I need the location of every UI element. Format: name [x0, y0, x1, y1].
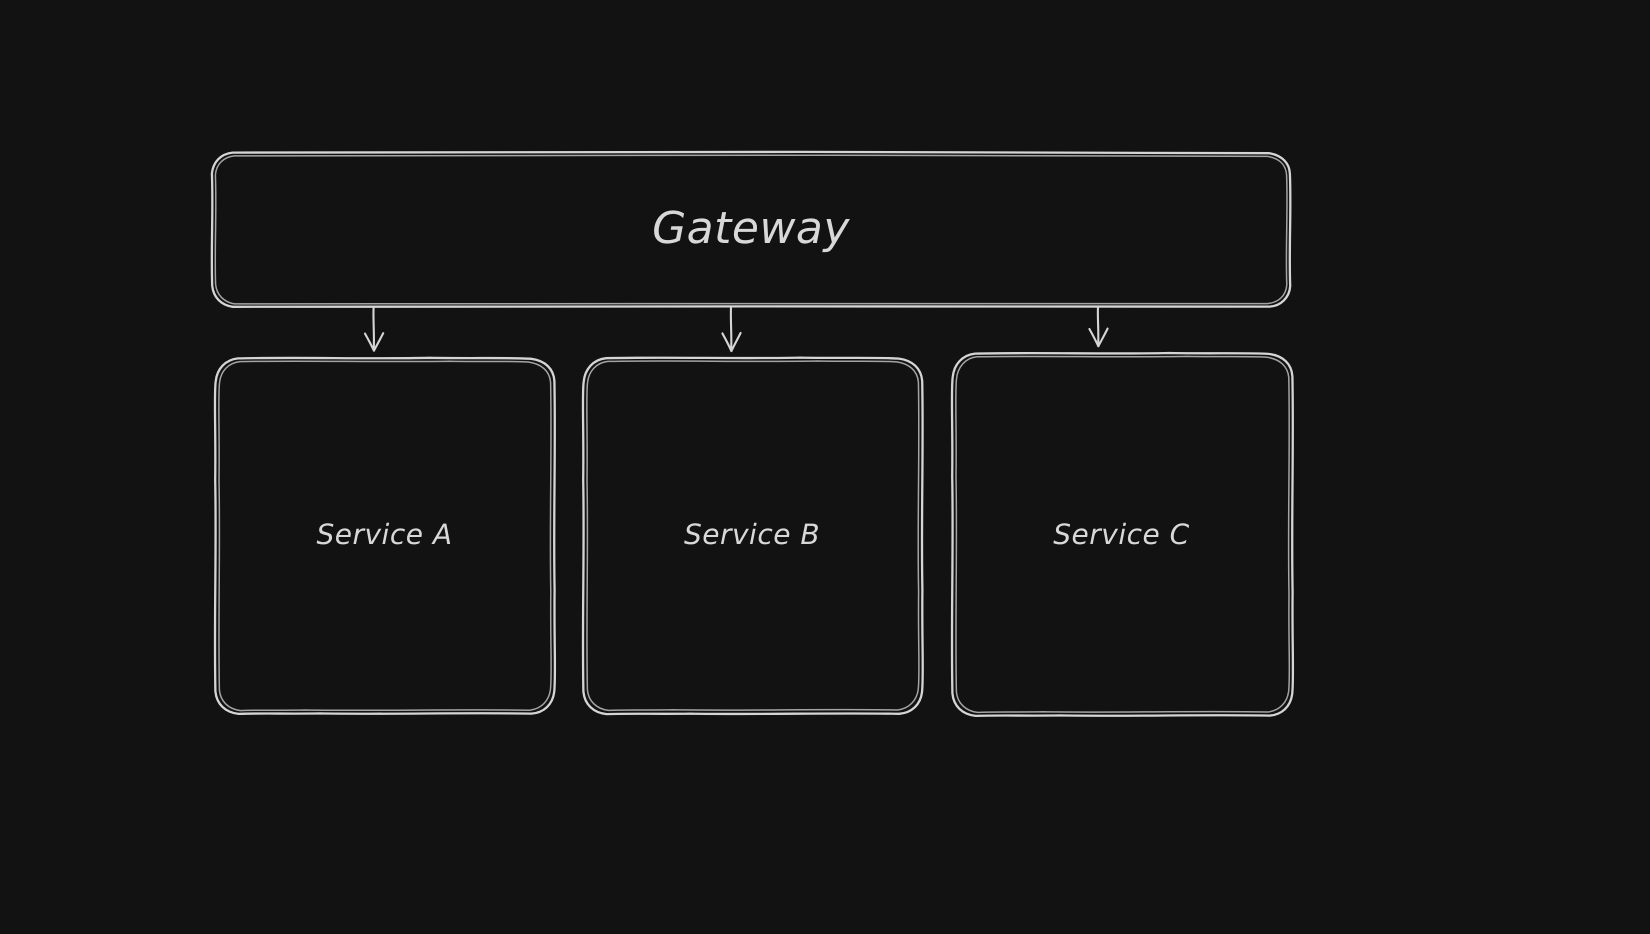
node-gateway-shape[interactable] [210, 150, 1292, 308]
node-service-b[interactable] [581, 357, 923, 715]
node-service-a[interactable] [213, 357, 556, 715]
node-service-c[interactable] [950, 352, 1293, 715]
node-service-b-shape[interactable] [581, 356, 924, 716]
edge-gateway-to-service-a[interactable] [363, 306, 385, 352]
node-service-a-label: Service A [316, 518, 453, 551]
node-gateway-label: Gateway [652, 203, 850, 254]
node-service-c-shape[interactable] [950, 351, 1295, 718]
edge-gateway-to-service-b[interactable] [721, 305, 742, 353]
node-gateway[interactable] [212, 152, 1290, 307]
node-service-c-label: Service C [1053, 518, 1190, 551]
node-service-a-shape[interactable] [213, 356, 557, 716]
node-service-b-label: Service B [683, 518, 821, 551]
edge-gateway-to-service-c[interactable] [1088, 305, 1109, 348]
